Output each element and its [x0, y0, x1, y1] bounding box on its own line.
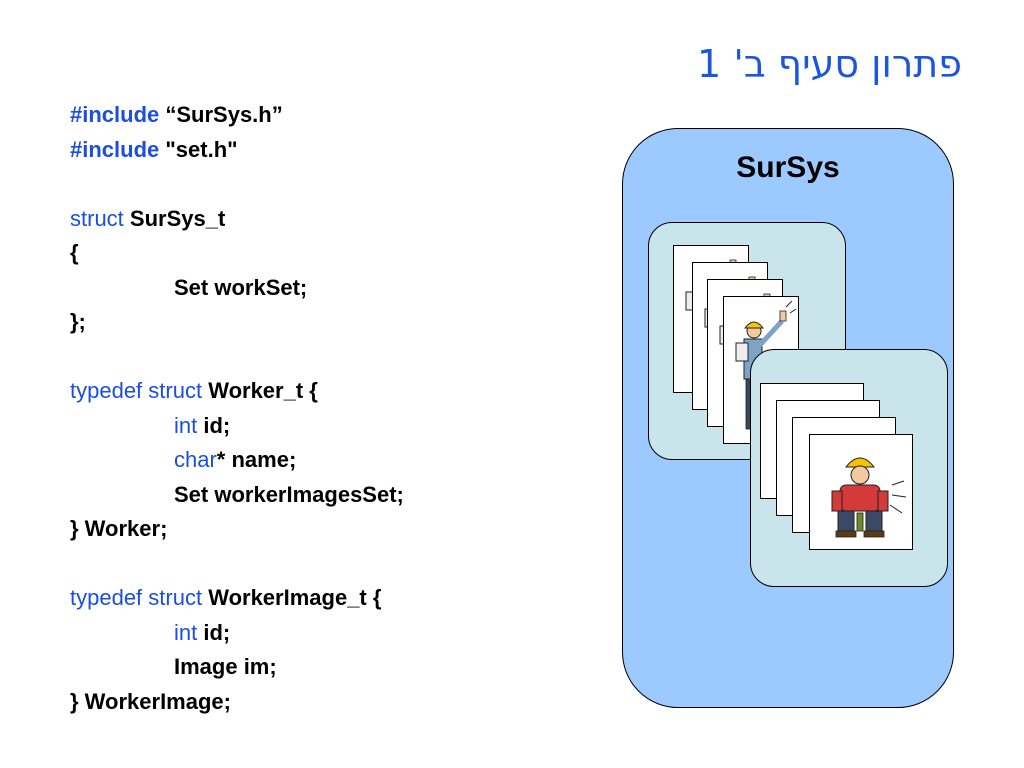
code-keyword: int [174, 619, 198, 645]
code-line-typedef-worker: typedef struct Worker_t { [70, 374, 404, 409]
code-keyword: struct [148, 378, 203, 403]
code-text: Worker_t { [202, 378, 318, 403]
code-text: WorkerImage_t { [202, 585, 382, 610]
code-line-worker-images-set: Set workerImagesSet; [70, 478, 404, 513]
code-text: id; [197, 619, 231, 645]
code-text: “SurSys.h” [159, 102, 283, 127]
code-line-close-brace: }; [70, 305, 404, 340]
code-keyword: #include [70, 136, 160, 162]
code-line-worker-name: char* name; [70, 443, 404, 478]
slide-title: פתרון סעיף ב' 1 [697, 42, 962, 86]
code-keyword: typedef [70, 378, 143, 403]
worker-image-card [809, 434, 913, 550]
code-keyword: typedef [70, 585, 143, 610]
code-line-include-set: #include "set.h" [70, 133, 404, 168]
code-line-blank [70, 167, 404, 202]
code-line-struct-sursys: struct SurSys_t [70, 202, 404, 237]
code-text: id; [197, 412, 231, 438]
code-line-worker-end: } Worker; [70, 512, 404, 547]
code-text: { [70, 240, 79, 265]
code-line-blank [70, 547, 404, 582]
code-line-image-id: int id; [70, 616, 404, 651]
code-keyword: #include [70, 102, 160, 127]
code-text: Set workSet; [174, 274, 308, 300]
code-text: Image im; [174, 654, 277, 679]
code-text: } WorkerImage; [70, 688, 231, 714]
sitting-worker-icon [831, 457, 907, 538]
code-line-workerimage-end: } WorkerImage; [70, 685, 404, 720]
code-text: }; [70, 309, 86, 334]
code-line-blank [70, 340, 404, 375]
code-keyword: char [174, 447, 217, 472]
code-text: * name; [216, 447, 297, 472]
code-text: } Worker; [70, 516, 168, 541]
code-line-workset: Set workSet; [70, 271, 404, 306]
code-line-typedef-workerimage: typedef struct WorkerImage_t { [70, 581, 404, 616]
code-block: #include “SurSys.h” #include "set.h" str… [70, 98, 404, 719]
code-line-worker-id: int id; [70, 409, 404, 444]
code-keyword: struct [70, 205, 124, 231]
code-text: "set.h" [159, 136, 238, 162]
code-keyword: int [174, 412, 198, 438]
code-keyword: struct [148, 585, 203, 610]
sursys-label: SurSys [736, 151, 840, 184]
code-text: Set workerImagesSet; [174, 481, 404, 507]
code-line-image-im: Image im; [70, 650, 404, 685]
code-line-open-brace: { [70, 236, 404, 271]
code-text: SurSys_t [123, 205, 226, 231]
code-line-include-sursys: #include “SurSys.h” [70, 98, 404, 133]
